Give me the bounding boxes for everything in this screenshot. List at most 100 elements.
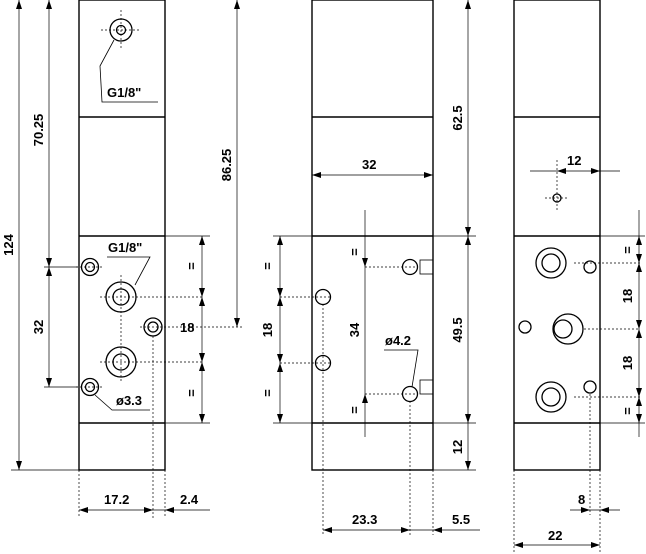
dim-arrow [465, 414, 471, 423]
side-hole [314, 354, 332, 372]
dim-arrow [636, 263, 642, 272]
dim-label-equal: = [347, 406, 362, 414]
dim-arrow [636, 388, 642, 397]
side-hole-leader [384, 349, 419, 388]
dim-arrow [401, 527, 410, 533]
dim-arrow [199, 236, 205, 245]
dim-label-height-to-port: 86.25 [219, 149, 234, 182]
front-view-body [78, 0, 166, 471]
end-port-inner [541, 253, 561, 273]
dim-arrow [636, 236, 642, 245]
dim-arrow [636, 320, 642, 329]
front-mount-hole-label: ø3.3 [116, 393, 142, 408]
side-view: 62.5 49.5 12 32 34 = = ø4.2 [260, 0, 480, 535]
dim-arrow [199, 353, 205, 362]
end-port-outer [552, 313, 584, 345]
end-port-outer [535, 247, 567, 279]
dim-arrow [465, 461, 471, 470]
dim-arrow [591, 168, 600, 174]
dim-label-equal: = [347, 248, 362, 256]
dim-arrow [465, 227, 471, 236]
dim-arrow [636, 254, 642, 263]
dim-arrow [277, 236, 283, 245]
dim-arrow [636, 329, 642, 338]
dim-arrow [16, 0, 22, 9]
dim-label-equal: = [260, 389, 275, 397]
dim-arrow [165, 507, 174, 513]
front-side-thread-leader [107, 256, 151, 286]
dim-arrow [636, 397, 642, 406]
dim-arrow [581, 507, 590, 513]
dim-arrow [557, 168, 566, 174]
dim-arrow [277, 363, 283, 372]
dim-label-overall-height: 124 [1, 233, 16, 255]
dim-label-spacing: 18 [620, 356, 635, 370]
end-port-inner [541, 387, 561, 407]
front-view: G1/8" G1/8" ø3.3 124 [1, 0, 244, 518]
dim-arrow [79, 507, 88, 513]
dim-arrow [199, 297, 205, 306]
dim-arrow [46, 378, 52, 387]
dim-label-offset-top: 12 [567, 153, 581, 168]
end-small-port [583, 380, 597, 394]
side-view-body [311, 0, 434, 471]
dim-label-equal: = [184, 389, 199, 397]
dim-label-equal: = [260, 262, 275, 270]
dim-arrow [16, 461, 22, 470]
dim-arrow [362, 394, 368, 403]
dim-arrow [144, 507, 153, 513]
dim-arrow [636, 414, 642, 423]
dim-arrow [465, 0, 471, 9]
front-side-thread-label: G1/8" [108, 240, 142, 255]
dim-arrow [433, 527, 442, 533]
dim-label-port-spacing: 18 [180, 320, 194, 335]
dim-arrow [424, 172, 433, 178]
dim-label-offset-bottom: 8 [578, 492, 585, 507]
end-port-inner [553, 319, 573, 339]
dim-arrow [312, 172, 321, 178]
dim-arrow [277, 288, 283, 297]
end-view: 12 = 18 18 = 8 22 [513, 0, 645, 552]
dim-label-width: 23.3 [352, 512, 377, 527]
dim-label-bottom-section: 12 [450, 440, 465, 454]
dim-arrow [277, 297, 283, 306]
dim-arrow [514, 542, 523, 548]
dim-label-width: 22 [548, 528, 562, 543]
dim-label-mount-hole: ø4.2 [385, 333, 411, 348]
end-small-port [518, 320, 532, 334]
front-mount-hole-leader [94, 394, 150, 411]
dim-arrow [323, 527, 332, 533]
dim-label-offset: 5.5 [452, 512, 470, 527]
dim-arrow [362, 258, 368, 267]
dim-arrow [277, 414, 283, 423]
dim-arrow [277, 354, 283, 363]
dim-label-block-height: 49.5 [450, 317, 465, 342]
dim-arrow [234, 0, 240, 9]
end-small-port [583, 260, 597, 274]
dim-label-hole-spacing: 34 [347, 322, 362, 337]
front-top-thread-label: G1/8" [107, 85, 141, 100]
side-view-tab [419, 379, 434, 395]
dim-arrow [199, 288, 205, 297]
dim-arrow [234, 318, 240, 327]
dim-label-equal: = [184, 262, 199, 270]
dim-arrow [199, 362, 205, 371]
dim-label-top-section: 62.5 [450, 105, 465, 130]
dim-label-offset: 2.4 [180, 492, 199, 507]
end-port-outer [535, 381, 567, 413]
end-view-body [513, 0, 601, 471]
dim-label-spacing: 18 [620, 289, 635, 303]
dim-arrow [46, 258, 52, 267]
front-top-thread-leader [99, 39, 158, 103]
side-view-tab [419, 259, 434, 275]
dim-arrow [46, 0, 52, 9]
dim-arrow [46, 267, 52, 276]
dim-label-equal: = [620, 407, 635, 415]
dim-arrow [465, 236, 471, 245]
dim-label-body-width: 32 [362, 157, 376, 172]
dim-label-equal: = [620, 246, 635, 254]
dim-arrow [591, 542, 600, 548]
dim-label-upper-height: 70.25 [31, 114, 46, 147]
dim-arrow [600, 507, 609, 513]
